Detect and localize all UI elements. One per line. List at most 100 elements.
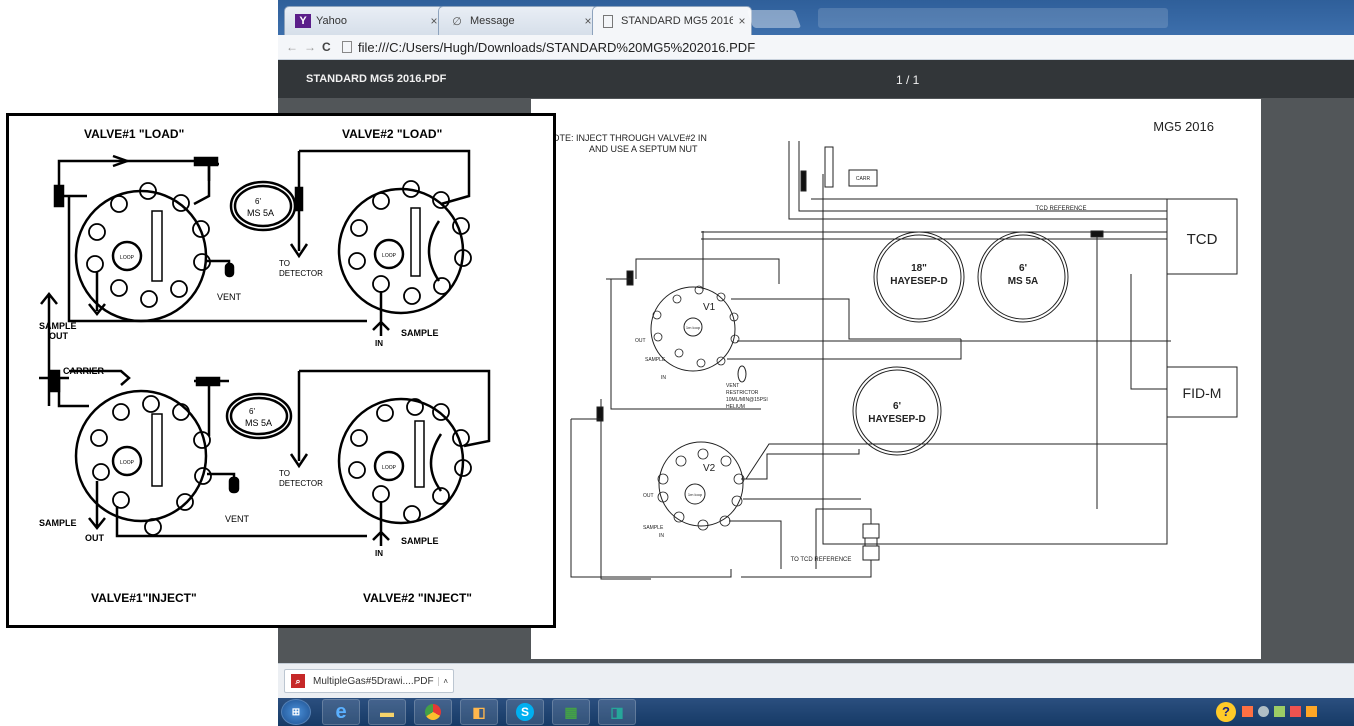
tray-icon[interactable] bbox=[1258, 706, 1269, 717]
download-bar: ⌕ MultipleGas#5Drawi....PDF ˄ bbox=[278, 663, 1354, 698]
tray-icon[interactable] bbox=[1274, 706, 1285, 717]
taskbar-ie[interactable]: e bbox=[322, 699, 360, 725]
tee-fitting bbox=[596, 406, 604, 422]
address-bar: ← → C file:///C:/Users/Hugh/Downloads/ST… bbox=[278, 35, 1354, 60]
vent-label-4: HELIUM bbox=[726, 404, 745, 410]
tab-message[interactable]: ∅ Message × bbox=[438, 6, 598, 35]
forward-icon[interactable]: → bbox=[304, 40, 316, 54]
detector-label: DETECTOR bbox=[279, 479, 323, 488]
tray-icon[interactable] bbox=[1290, 706, 1301, 717]
new-tab-button[interactable] bbox=[746, 10, 802, 28]
sample-out-label-2: OUT bbox=[49, 331, 69, 341]
doc-title: MG5 2016 bbox=[1153, 119, 1214, 134]
v2-load-label: VALVE#2 "LOAD" bbox=[342, 127, 442, 141]
sample-in-label: SAMPLE bbox=[401, 328, 439, 338]
vent-label: VENT bbox=[217, 292, 242, 302]
tab-yahoo[interactable]: Y Yahoo × bbox=[284, 6, 444, 35]
valve-diagram: VALVE#1 "LOAD" VALVE#2 "LOAD" VALVE#1"IN… bbox=[39, 127, 491, 605]
tee-fitting bbox=[1090, 230, 1104, 238]
column-hayesep-6 bbox=[852, 366, 942, 456]
fid-label: FID-M bbox=[1183, 385, 1222, 401]
v1-label: V1 bbox=[703, 302, 716, 313]
column-ms5a bbox=[977, 231, 1069, 323]
ms5a-column-inner bbox=[233, 184, 293, 228]
fitting bbox=[864, 537, 878, 547]
carrier-regulator bbox=[848, 169, 878, 187]
browser-tab-bar: Y Yahoo × ∅ Message × STANDARD MG5 2016.… bbox=[278, 0, 1354, 35]
vent-label: VENT bbox=[225, 514, 250, 524]
loop-circle bbox=[373, 238, 405, 270]
v1-load-label: VALVE#1 "LOAD" bbox=[84, 127, 184, 141]
document-icon bbox=[603, 14, 613, 28]
url-text[interactable]: file:///C:/Users/Hugh/Downloads/STANDARD… bbox=[358, 39, 756, 55]
ms5a-top: 6' bbox=[249, 407, 255, 416]
ms5a-column-inner bbox=[229, 396, 289, 436]
close-icon[interactable]: × bbox=[584, 14, 592, 28]
taskbar-explorer[interactable]: ▬ bbox=[368, 699, 406, 725]
skype-icon: S bbox=[516, 703, 534, 721]
chevron-down-icon[interactable]: ˄ bbox=[438, 676, 448, 686]
taskbar-outlook[interactable]: ◧ bbox=[460, 699, 498, 725]
close-icon[interactable]: × bbox=[738, 14, 746, 28]
col3-label-1: 6' bbox=[893, 401, 901, 412]
tee-fitting bbox=[294, 186, 304, 212]
reload-icon[interactable]: C bbox=[322, 40, 331, 54]
loop-circle bbox=[111, 445, 143, 477]
loop-circle bbox=[373, 450, 405, 482]
start-button[interactable]: ⊞ bbox=[281, 699, 311, 725]
yahoo-icon: Y bbox=[295, 14, 311, 28]
valve2-inject bbox=[337, 397, 465, 525]
ms5a-column bbox=[225, 392, 293, 440]
tray-icon[interactable] bbox=[1242, 706, 1253, 717]
taskbar-skype[interactable]: S bbox=[506, 699, 544, 725]
pdf-title: STANDARD MG5 2016.PDF bbox=[306, 73, 447, 85]
taskbar-publisher[interactable]: ◨ bbox=[598, 699, 636, 725]
excel-icon: ▦ bbox=[564, 703, 578, 720]
publisher-icon: ◨ bbox=[610, 703, 624, 720]
carr-label: CARR bbox=[856, 176, 871, 182]
ms5a-bottom: MS 5A bbox=[247, 208, 274, 218]
tray-icon[interactable] bbox=[1306, 706, 1317, 717]
tab-pdf[interactable]: STANDARD MG5 2016.PD × bbox=[592, 6, 752, 35]
tab-yahoo-label: Yahoo bbox=[316, 15, 347, 27]
internet-explorer-icon: e bbox=[335, 700, 347, 723]
pdf-page: MG5 2016 DTE: INJECT THROUGH VALVE#2 IN … bbox=[531, 99, 1261, 659]
tube bbox=[824, 146, 834, 188]
loop-label: LOOP bbox=[120, 255, 135, 261]
hayesep-column bbox=[414, 420, 425, 488]
back-icon[interactable]: ← bbox=[286, 40, 298, 54]
taskbar-excel[interactable]: ▦ bbox=[552, 699, 590, 725]
tcd-label: TCD bbox=[1187, 231, 1218, 248]
ms5a-column bbox=[229, 180, 297, 232]
ms5a-top: 6' bbox=[255, 197, 261, 206]
v1-out-label: OUT bbox=[635, 338, 646, 344]
v2-inject-label: VALVE#2 "INJECT" bbox=[363, 591, 472, 605]
in-label: IN bbox=[375, 549, 383, 558]
pdf-toolbar: STANDARD MG5 2016.PDF 1 / 1 bbox=[278, 60, 1354, 98]
help-icon[interactable]: ? bbox=[1216, 702, 1236, 722]
outlook-icon: ◧ bbox=[472, 703, 486, 720]
precolumn bbox=[151, 210, 163, 282]
loop-label: LOOP bbox=[120, 460, 135, 466]
v2-loop-label: 1m loop bbox=[688, 492, 703, 497]
vent-label-3: 10ML/MIN@15PSI bbox=[726, 397, 768, 403]
schematic-drawing: MG5 2016 DTE: INJECT THROUGH VALVE#2 IN … bbox=[553, 119, 1238, 580]
chrome-icon bbox=[425, 704, 441, 720]
taskbar-chrome[interactable] bbox=[414, 699, 452, 725]
v2-in-label: IN bbox=[659, 533, 664, 539]
doc-note-2: AND USE A SEPTUM NUT bbox=[589, 144, 698, 154]
fitting bbox=[862, 523, 880, 539]
detector-label: DETECTOR bbox=[279, 269, 323, 278]
sample-in-label: SAMPLE bbox=[401, 536, 439, 546]
vent-label-1: VENT bbox=[726, 383, 739, 389]
vent-fitting bbox=[224, 262, 235, 278]
column-hayesep-6-inner bbox=[855, 369, 939, 453]
close-icon[interactable]: × bbox=[430, 14, 438, 28]
vent-fitting bbox=[228, 476, 240, 494]
download-item[interactable]: ⌕ MultipleGas#5Drawi....PDF ˄ bbox=[284, 669, 454, 693]
loop-label: LOOP bbox=[382, 253, 397, 259]
tab-pdf-label: STANDARD MG5 2016.PD bbox=[621, 15, 733, 27]
vent-label-2: RESTRICTOR bbox=[726, 390, 759, 396]
v1-in-label: IN bbox=[661, 375, 666, 381]
